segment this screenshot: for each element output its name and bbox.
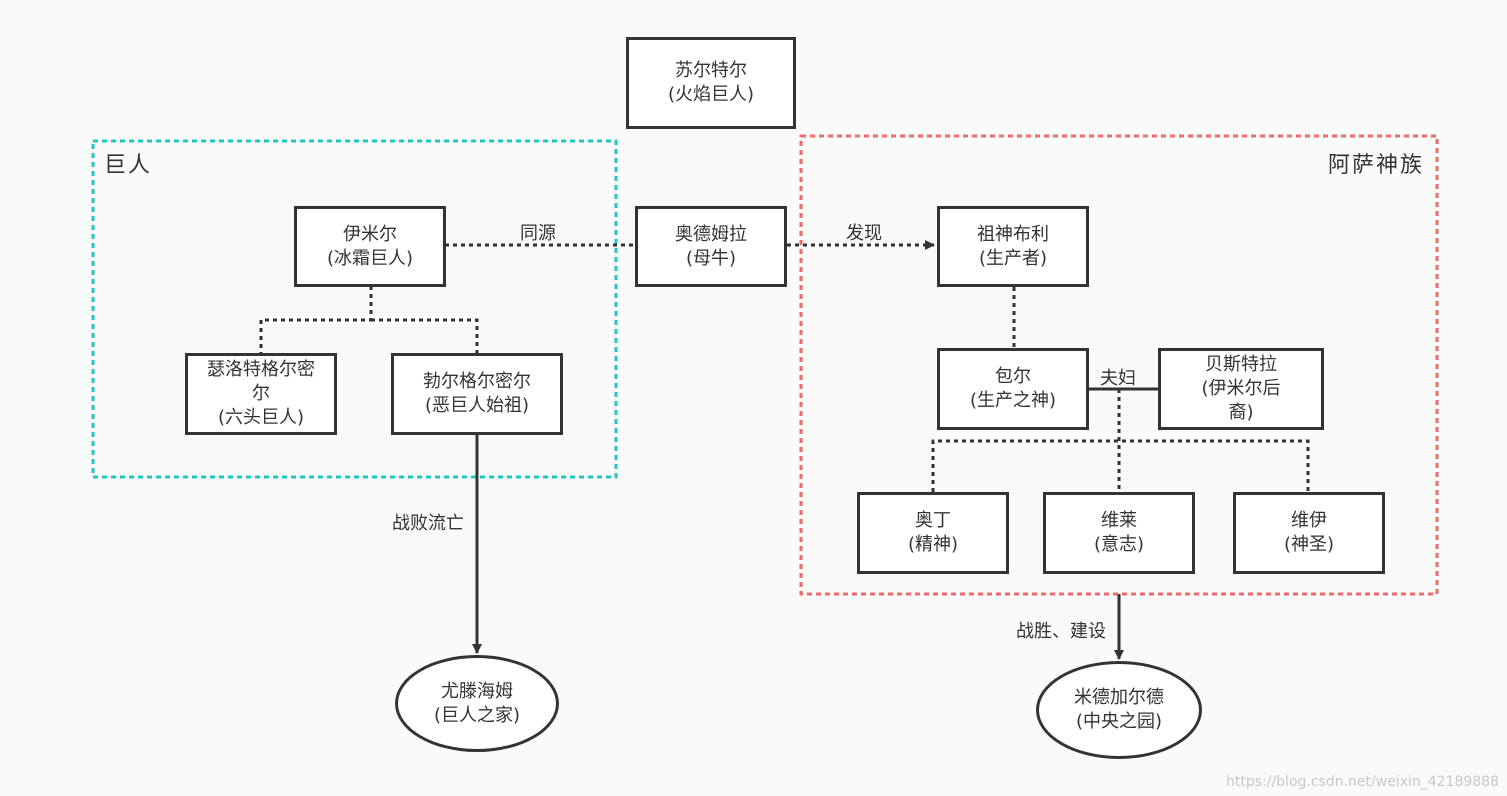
giants-group-label: 巨人 (104, 153, 153, 178)
aesir-group-label: 阿萨神族 (1328, 153, 1425, 178)
node-bestla-desc-cont: 裔) (1228, 402, 1254, 423)
node-thrudgelmir-desc: (六头巨人) (217, 407, 305, 428)
giants-group-border (91, 139, 618, 479)
node-midgard[interactable]: 米德加尔德 (中央之园) (1036, 661, 1202, 759)
edge-ymir-children (259, 286, 479, 353)
node-bestla-name: 贝斯特拉 (1205, 354, 1277, 375)
node-bergelmir-desc: (恶巨人始祖) (424, 395, 530, 416)
label-defeated: 战败流亡 (392, 513, 464, 534)
node-audhumla-desc: (母牛) (685, 247, 737, 269)
node-midgard-desc: (中央之园) (1075, 711, 1163, 732)
node-vili-desc: (意志) (1093, 534, 1145, 555)
node-bergelmir-name: 勃尔格尔密尔 (423, 371, 531, 392)
node-audhumla[interactable]: 奥德姆拉 (母牛) (635, 206, 787, 287)
node-jotunheim-name: 尤滕海姆 (441, 680, 513, 702)
node-thrudgelmir[interactable]: 瑟洛特格尔密 尔 (六头巨人) (185, 353, 337, 435)
node-bestla-desc: (伊米尔后 (1201, 378, 1281, 399)
node-odin[interactable]: 奥丁 (精神) (857, 492, 1009, 574)
node-ve-desc: (神圣) (1283, 534, 1335, 555)
node-odin-desc: (精神) (907, 534, 959, 555)
label-same-source: 同源 (520, 223, 556, 244)
node-surtr-desc: (火焰巨人) (667, 84, 755, 105)
edge-bor-children (931, 389, 1310, 493)
node-jotunheim-desc: (巨人之家) (433, 704, 521, 726)
node-midgard-name: 米德加尔德 (1074, 687, 1164, 708)
node-bor-name: 包尔 (995, 366, 1031, 387)
node-jotunheim[interactable]: 尤滕海姆 (巨人之家) (395, 655, 559, 752)
node-vili-name: 维莱 (1101, 510, 1137, 531)
node-buri-desc: (生产者) (978, 247, 1048, 269)
node-ve[interactable]: 维伊 (神圣) (1233, 492, 1385, 574)
node-ymir[interactable]: 伊米尔 (冰霜巨人) (294, 206, 446, 287)
node-thrudgelmir-name-cont: 尔 (252, 383, 270, 404)
node-bor-desc: (生产之神) (969, 390, 1057, 411)
node-surtr[interactable]: 苏尔特尔 (火焰巨人) (626, 37, 796, 129)
node-bergelmir[interactable]: 勃尔格尔密尔 (恶巨人始祖) (391, 353, 563, 435)
node-buri[interactable]: 祖神布利 (生产者) (937, 206, 1089, 287)
node-buri-name: 祖神布利 (977, 223, 1049, 245)
node-thrudgelmir-name: 瑟洛特格尔密 (207, 359, 315, 380)
node-odin-name: 奥丁 (915, 510, 951, 531)
label-victory: 战胜、建设 (1016, 621, 1106, 642)
node-ymir-name: 伊米尔 (343, 223, 397, 245)
watermark: https://blog.csdn.net/weixin_42189888 (1225, 774, 1499, 790)
node-audhumla-name: 奥德姆拉 (675, 223, 747, 245)
node-ve-name: 维伊 (1291, 510, 1327, 531)
label-discover: 发现 (846, 223, 882, 244)
aesir-group-border (799, 134, 1439, 596)
node-vili[interactable]: 维莱 (意志) (1043, 492, 1195, 574)
node-bestla[interactable]: 贝斯特拉 (伊米尔后 裔) (1158, 348, 1324, 430)
node-ymir-desc: (冰霜巨人) (326, 247, 414, 269)
node-surtr-name: 苏尔特尔 (675, 60, 747, 81)
label-couple: 夫妇 (1100, 368, 1136, 389)
node-bor[interactable]: 包尔 (生产之神) (937, 348, 1089, 430)
